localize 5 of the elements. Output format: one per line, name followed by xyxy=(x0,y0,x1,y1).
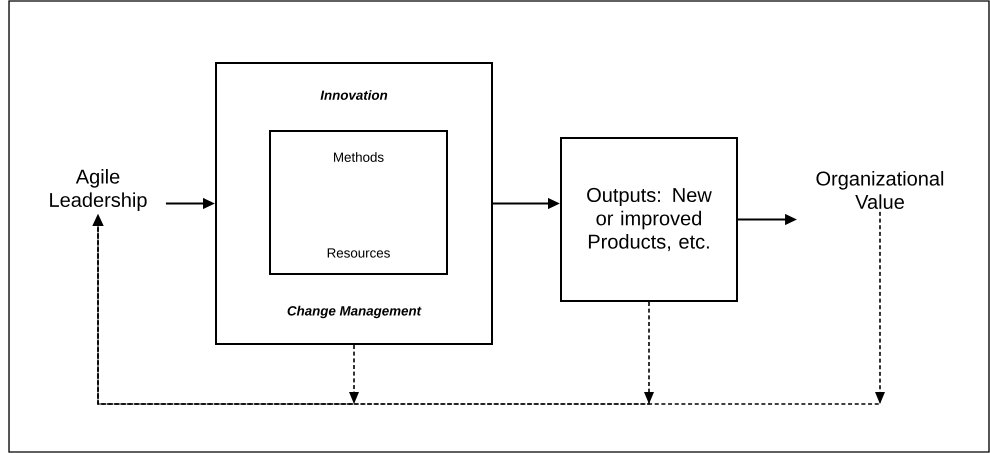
process-box: Outputs: New or improved Products, etc. xyxy=(560,137,738,302)
arrow xyxy=(92,212,885,405)
node-label: Organizational Value xyxy=(816,170,944,209)
inner-box: Methods Resources xyxy=(269,130,448,275)
node-label: Agile Leadership xyxy=(50,169,147,211)
